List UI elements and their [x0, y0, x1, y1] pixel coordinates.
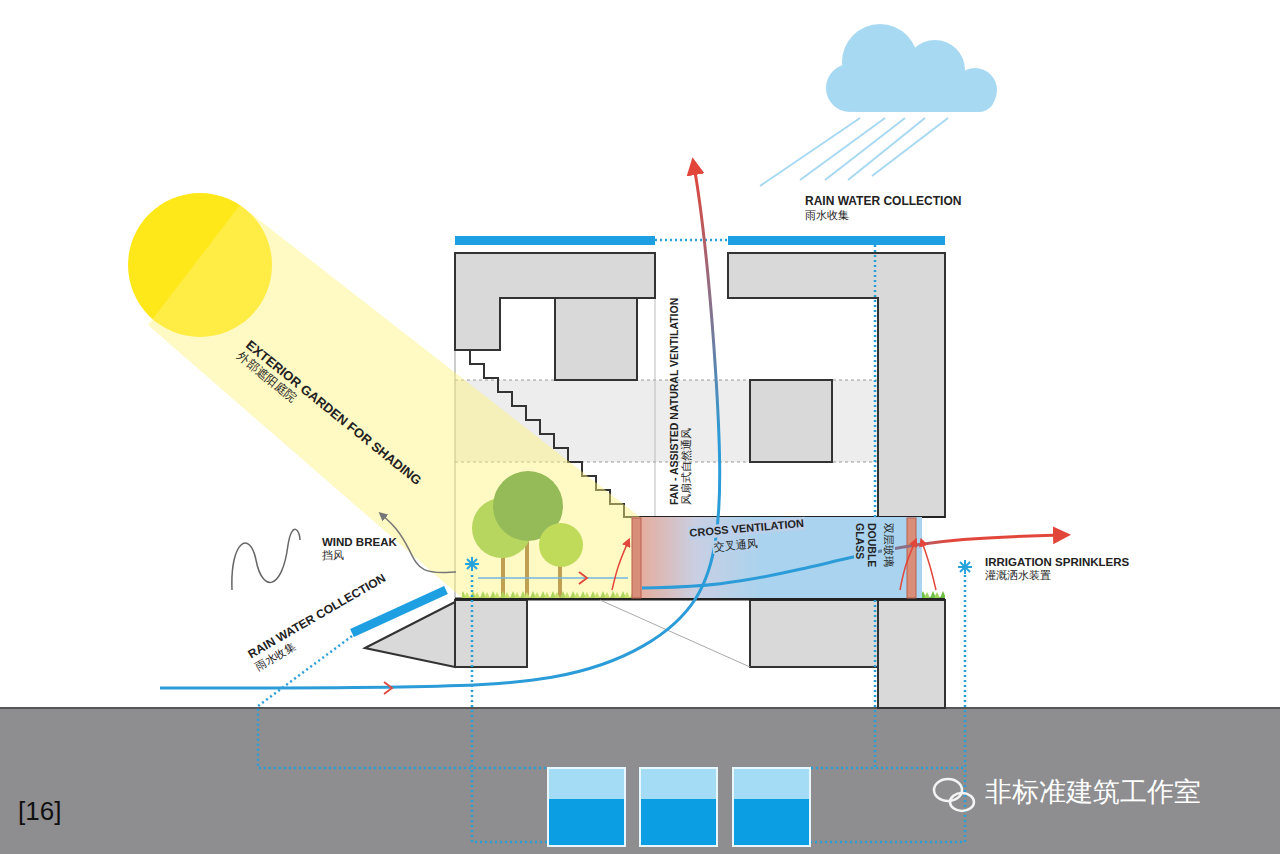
section-line — [600, 600, 750, 667]
warm-air-arrow — [900, 542, 915, 590]
fan-ventilation-arrow — [160, 166, 720, 688]
floor-line — [455, 462, 945, 463]
callout-label: IRRIGATION SPRINKLERS — [985, 556, 1129, 569]
callout-label: 外部遮阳庭院 — [234, 350, 414, 500]
callout-label-group: EXTERIOR GARDEN FOR SHADING外部遮阳庭院 — [234, 338, 424, 499]
callout-label-group: FAN - ASSISTED NATURAL VENTILATION风扇式自然通… — [668, 298, 693, 505]
building-edge — [655, 298, 656, 517]
callout-label-group: IRRIGATION SPRINKLERS灌溉洒水装置 — [985, 556, 1129, 582]
label-holder: DOUBLE GLASS — [854, 522, 878, 572]
staircase — [455, 350, 632, 517]
callout-label: 灌溉洒水装置 — [985, 569, 1129, 582]
garden-airflow — [478, 577, 628, 579]
label-holder: CROSS VENTILATION — [688, 517, 805, 540]
rain-lines — [760, 118, 948, 186]
roof-collector — [455, 236, 655, 245]
callout-label: RAIN WATER COLLECTION — [246, 572, 388, 662]
water-tanks — [548, 768, 810, 846]
floor-band — [455, 380, 945, 462]
sun — [128, 193, 272, 337]
annotation-english: CROSS VENTILATION — [688, 517, 805, 540]
callout-label: FAN - ASSISTED NATURAL VENTILATION — [668, 298, 680, 505]
flow-chevron — [384, 682, 392, 694]
annotation-chinese: 双层玻璃 — [882, 522, 895, 568]
callout-label: 雨水收集 — [253, 584, 395, 673]
rain-cloud — [826, 24, 997, 112]
floor-line — [455, 380, 945, 381]
watermark-icon — [934, 779, 974, 811]
reference-number: [16] — [18, 797, 61, 827]
flow-chevron — [579, 572, 587, 584]
wind-squiggle — [232, 529, 300, 590]
watermark-group: 非标准建筑工作室 — [985, 777, 1201, 808]
warm-air-arrow — [922, 542, 936, 590]
ground-line — [0, 707, 1280, 709]
callout-label: EXTERIOR GARDEN FOR SHADING — [243, 338, 424, 489]
warm-air-arrow — [612, 542, 628, 590]
sun-beam — [148, 205, 640, 598]
cross-ventilation-band: CROSS VENTILATION交叉通风 DOUBLE GLASS 双层玻璃 — [632, 517, 922, 598]
ground — [0, 708, 1280, 854]
annotation-chinese: 交叉通风 — [712, 537, 759, 554]
callout-label: 挡风 — [322, 549, 397, 562]
trees — [472, 471, 583, 598]
label-holder: 交叉通风 — [712, 537, 759, 554]
grass — [462, 590, 632, 598]
callout-label: WIND BREAK — [322, 536, 397, 549]
annotation-english: DOUBLE GLASS — [854, 522, 878, 572]
reference-number-group: [16] — [18, 797, 61, 827]
callout-label: RAIN WATER COLLECTION — [805, 195, 961, 209]
callout-label: 风扇式自然通风 — [680, 298, 693, 505]
callout-label-group: RAIN WATER COLLECTION雨水收集 — [805, 195, 961, 221]
water-pipes — [258, 240, 965, 842]
roof-collector — [728, 236, 945, 245]
label-holder: 双层玻璃 — [882, 522, 895, 568]
callout-label: 雨水收集 — [805, 209, 961, 222]
building-edge — [455, 253, 456, 600]
glass-strip — [907, 518, 916, 598]
callout-label-group: WIND BREAK挡风 — [322, 536, 397, 562]
building-mass — [365, 253, 945, 708]
watermark: 非标准建筑工作室 — [985, 777, 1201, 808]
callout-label-group: RAIN WATER COLLECTION雨水收集 — [246, 572, 395, 673]
glass-strip — [632, 518, 641, 598]
